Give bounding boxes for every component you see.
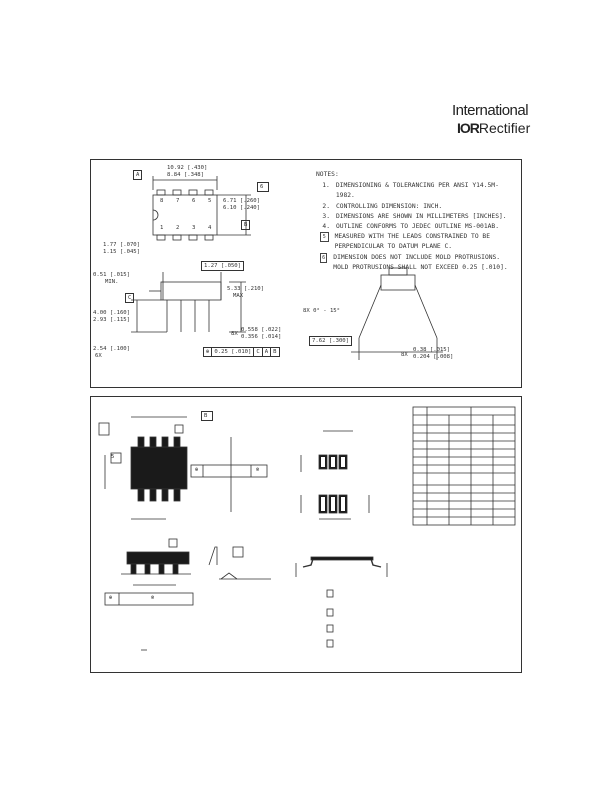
fcf-position-icon: ⊕ <box>203 347 213 357</box>
dim-width-min: 6.10 [.240] <box>223 205 261 211</box>
company-logo-line1: International <box>452 102 529 119</box>
soic-drawing-svg <box>98 406 516 651</box>
brand-mark: IOR <box>457 120 480 136</box>
datum-c-box: C <box>125 293 135 303</box>
soic-fcf-icon: ⊕ <box>195 467 199 473</box>
pin-5-label: 5 <box>208 198 212 204</box>
dim-pin-width-min: 1.15 [.045] <box>103 249 141 255</box>
dim-lead-thick-max: 0.38 [.015] <box>413 347 451 353</box>
dim-pin-pitch: 2.54 [.100] <box>93 346 131 352</box>
note-item: 1.DIMENSIONING & TOLERANCING PER ANSI Y1… <box>322 182 499 200</box>
soic-top-body <box>130 446 188 490</box>
dip-drawing-svg <box>131 176 443 360</box>
notes-title: NOTES: <box>316 171 339 178</box>
pin-4-label: 4 <box>208 225 212 231</box>
note-6-marker: 6 <box>257 182 269 192</box>
notes-block: NOTES: 1.DIMENSIONING & TOLERANCING PER … <box>316 170 516 273</box>
brand-name: Rectifier <box>478 120 531 136</box>
fcf-tolerance: 0.25 [.010] <box>212 347 255 357</box>
note-item: 2.CONTROLLING DIMENSION: INCH. <box>322 202 443 210</box>
pin-2-label: 2 <box>176 225 180 231</box>
feature-control-frame: ⊕ 0.25 [.010] C A B <box>203 347 280 357</box>
pin-1-label: 1 <box>160 225 164 231</box>
dim-standoff-max: 4.00 [.160] <box>93 310 131 316</box>
dip-package-drawing: A 10.92 [.430] 8.84 [.348] 6 6.71 [.260]… <box>90 159 522 388</box>
dim-span-box: 7.62 [.300] <box>309 336 353 346</box>
datum-a-box: A <box>133 170 143 180</box>
dim-width-max: 6.71 [.260] <box>223 198 261 204</box>
soic-datum-b-box: B <box>201 411 213 421</box>
pin-3-label: 3 <box>192 225 196 231</box>
dim-height-max: 5.33 [.210] <box>227 286 265 292</box>
soic-datum-marker: 5 <box>111 454 115 460</box>
company-logo-line2: IORRectifier <box>457 120 530 136</box>
soic-fcf-circle: ⊗ <box>256 467 260 473</box>
soic-side-body <box>126 551 190 565</box>
dim-standoff-min: 2.93 [.115] <box>93 317 131 323</box>
dim-seat-min: MIN. <box>105 279 119 285</box>
soic-fcf2-icon: ⊕ <box>109 595 113 601</box>
note-item: 4.OUTLINE CONFORMS TO JEDEC OUTLINE MS-0… <box>322 223 500 231</box>
dim-seat: 0.51 [.015] <box>93 272 131 278</box>
dim-pin-pitch-count: 6X <box>95 353 102 359</box>
dim-height-label: MAX <box>233 293 244 299</box>
soic-package-drawing: B 5 ⊕ ⊗ ⊕ ⊗ <box>90 396 522 673</box>
dip-end-body <box>380 274 416 291</box>
dim-lead-thick-min: 0.204 [.008] <box>413 354 454 360</box>
fcf-datum-c: C <box>254 347 263 357</box>
lead-thick-count: 8X <box>401 352 408 358</box>
pin-7-label: 7 <box>176 198 180 204</box>
dip-notch <box>152 209 159 221</box>
datum-b-box: B <box>241 220 251 230</box>
dim-pin-width-max: 1.77 [.070] <box>103 242 141 248</box>
dim-pitch-box: 1.27 [.050] <box>201 261 245 271</box>
dip-top-body <box>152 194 218 236</box>
fcf-datum-b: B <box>271 347 280 357</box>
pin-8-label: 8 <box>160 198 164 204</box>
lead-count: 8X <box>231 331 238 337</box>
dimension-table <box>412 406 516 526</box>
note-item: 3.DIMENSIONS ARE SHOWN IN MILLIMETERS [I… <box>322 212 507 220</box>
dim-lead-max: 0.558 [.022] <box>241 327 282 333</box>
dim-length-min: 8.84 [.348] <box>167 172 205 178</box>
dim-length-max: 10.92 [.430] <box>167 165 208 171</box>
soic-fcf2-circle: ⊗ <box>151 595 155 601</box>
fcf-datum-a: A <box>262 347 272 357</box>
pin-6-label: 6 <box>192 198 196 204</box>
dim-lead-min: 0.356 [.014] <box>241 334 282 340</box>
dim-angle: 8X 0° - 15° <box>303 308 341 314</box>
dip-side-body <box>160 281 222 301</box>
